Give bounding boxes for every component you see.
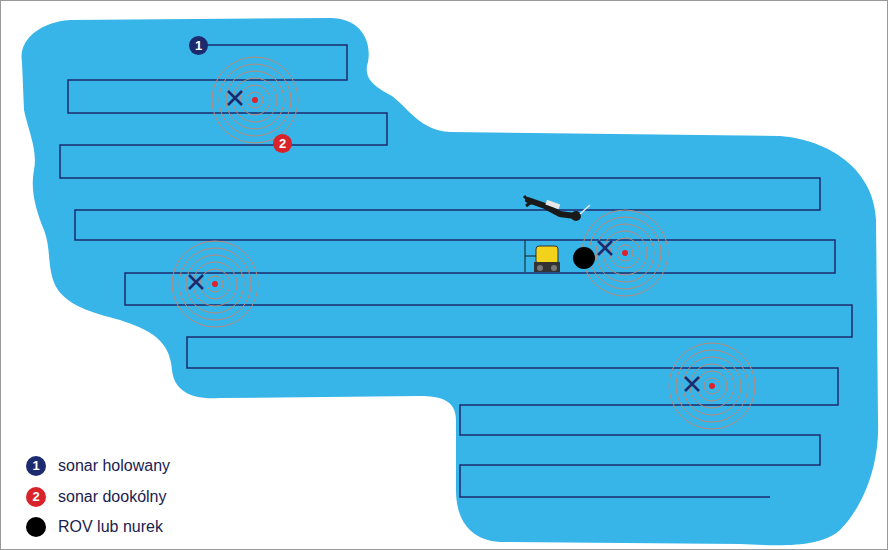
legend-row: ROV lub nurek [26, 516, 163, 538]
legend-swatch: 2 [26, 487, 46, 507]
callout-number: 2 [32, 489, 39, 504]
legend-row: 1 sonar holowany [26, 455, 170, 477]
callout-number: 2 [273, 134, 292, 153]
legend-swatch: 1 [26, 456, 46, 476]
callout-number: 1 [32, 458, 39, 473]
legend-text: sonar holowany [58, 457, 170, 475]
legend-row: 2 sonar dookólny [26, 486, 167, 508]
rov [525, 240, 560, 272]
rov-or-diver-marker [573, 247, 595, 269]
legend-swatch [26, 517, 46, 537]
survey-track [60, 45, 852, 497]
legend-text: sonar dookólny [58, 488, 167, 506]
callout-number: 1 [189, 36, 208, 55]
lake [22, 18, 879, 545]
legend-text: ROV lub nurek [58, 518, 163, 536]
diver [524, 196, 590, 221]
